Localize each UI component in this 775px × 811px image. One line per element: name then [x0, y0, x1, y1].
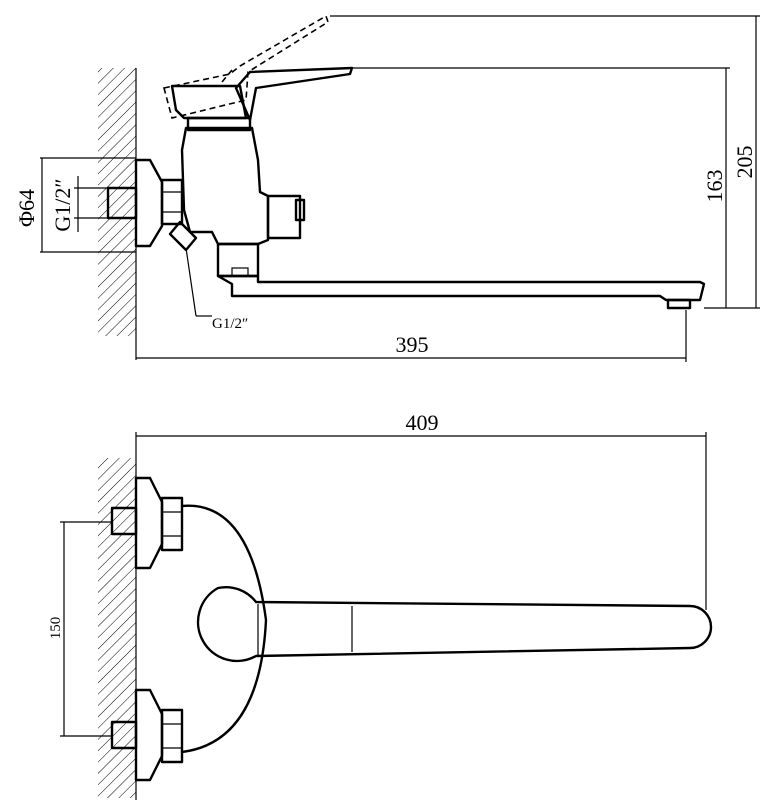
hex-nut: [160, 178, 184, 226]
mixer-body: [180, 126, 270, 246]
side-view: Φ64 G1/2″ G1/2″: [14, 14, 760, 362]
wall-hatch-top: [98, 458, 136, 798]
flange-cone: [134, 158, 164, 248]
dim-thread-top-label: G1/2″: [50, 178, 75, 231]
dim-150-label: 150: [48, 617, 64, 640]
shower-outlet: [168, 220, 198, 252]
lever-top-view: [196, 586, 713, 663]
dim-395-label: 395: [396, 332, 429, 357]
body-top: [180, 504, 268, 754]
wall-hatch-side: [98, 68, 136, 336]
lower-nut: [160, 708, 184, 764]
dim-205-label: 205: [732, 146, 757, 179]
leader-thread-bottom: [185, 247, 197, 317]
dim-409-label: 409: [406, 410, 439, 435]
diverter-knob: [266, 194, 302, 240]
lever-base: [170, 84, 248, 120]
aerator: [666, 298, 692, 310]
lower-flange: [134, 688, 164, 782]
lever-handle: [234, 66, 354, 122]
dim-thread-bottom-label: G1/2″: [212, 316, 248, 332]
top-view: 409 150: [48, 410, 713, 800]
lever-open-position: [163, 14, 329, 119]
upper-flange: [134, 476, 164, 570]
dim-phi64-label: Φ64: [14, 189, 39, 227]
dim-163-label: 163: [702, 170, 727, 203]
upper-nut: [160, 496, 184, 552]
spout-side: [216, 274, 706, 302]
outlet-connector: [216, 242, 260, 278]
